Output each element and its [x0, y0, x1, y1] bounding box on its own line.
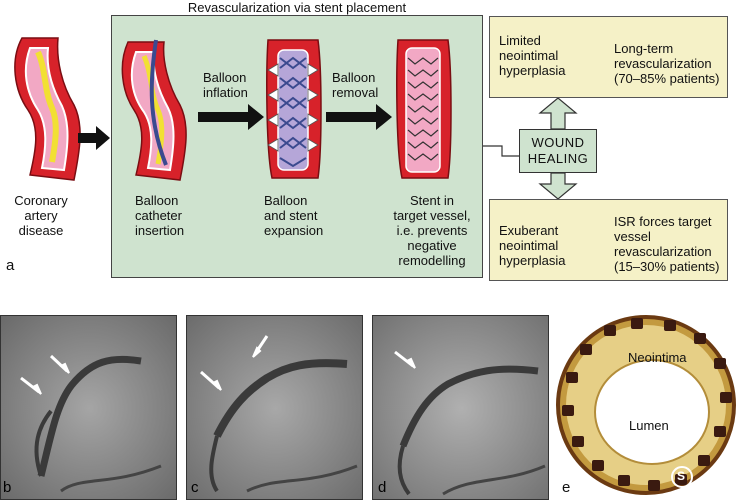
catheter-insertion-label: Balloon catheter insertion: [135, 193, 185, 238]
panel-c-label: c: [191, 479, 199, 496]
stent-cross-section: [556, 315, 736, 495]
balloon-inflation-label: Balloon inflation: [203, 70, 248, 100]
angiogram-b-image: [1, 316, 176, 499]
panel-b-label: b: [3, 479, 12, 496]
figure-title: Revascularization via stent placement: [187, 0, 407, 15]
wound-healing-box: WOUND HEALING: [519, 129, 597, 173]
disease-label: Coronary artery disease: [14, 193, 68, 238]
arrow-down-hollow: [538, 172, 578, 200]
panel-a-label: a: [6, 257, 15, 274]
diseased-vessel: [14, 37, 81, 181]
outcome-bottom-cause: Exuberant neointimal hyperplasia: [499, 223, 566, 268]
angiogram-panel-c: [186, 315, 363, 500]
balloon-removal-label: Balloon removal: [332, 70, 379, 100]
outcome-top-box: Limited neointimal hyperplasia Long-term…: [489, 16, 728, 98]
arrow-up-hollow: [538, 97, 578, 130]
neointima-label: Neointima: [628, 350, 687, 365]
stent-strut-label: S: [677, 469, 686, 483]
panel-d-label: d: [378, 479, 387, 496]
angiogram-panel-b: [0, 315, 177, 500]
stent-target-label: Stent in target vessel, i.e. prevents ne…: [393, 193, 471, 268]
angiogram-d-image: [373, 316, 548, 499]
arrow-to-procedure: [78, 126, 110, 150]
outcome-bottom-effect: ISR forces target vessel revascularizati…: [614, 214, 720, 274]
lumen-label: Lumen: [629, 418, 669, 433]
outcome-top-effect: Long-term revascularization (70–85% pati…: [614, 41, 720, 86]
expansion-vessel: [266, 39, 322, 179]
outcome-bottom-box: Exuberant neointimal hyperplasia ISR for…: [489, 199, 728, 281]
angiogram-panel-d: [372, 315, 549, 500]
panel-e-label: e: [562, 479, 571, 496]
arrow-balloon-removal: [326, 104, 392, 130]
angiogram-c-image: [187, 316, 362, 499]
catheter-vessel: [121, 39, 187, 181]
stented-vessel: [396, 39, 452, 179]
arrow-balloon-inflation: [198, 104, 264, 130]
outcome-top-cause: Limited neointimal hyperplasia: [499, 33, 566, 78]
connector-line: [483, 145, 519, 157]
stent-expansion-label: Balloon and stent expansion: [264, 193, 324, 238]
